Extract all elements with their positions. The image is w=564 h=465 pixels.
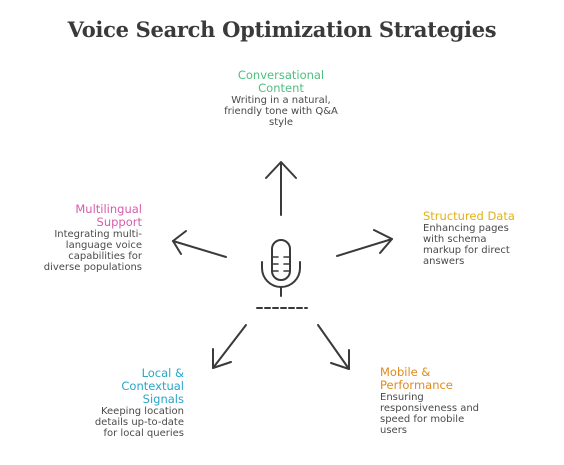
strategy-heading: Conversational Content bbox=[237, 68, 325, 95]
strategy-heading: Local & Contextual Signals bbox=[121, 366, 184, 406]
strategy-heading: Mobile & Performance bbox=[380, 365, 453, 392]
strategy-description: Integrating multi-language voice capabil… bbox=[43, 229, 142, 273]
strategy-heading: Multilingual Support bbox=[75, 202, 142, 229]
strategy-mobile-performance: Mobile & Performance Ensuring responsive… bbox=[380, 365, 488, 437]
strategy-structured-data: Structured Data Enhancing pages with sch… bbox=[423, 209, 523, 268]
arrow-left bbox=[172, 230, 227, 258]
strategy-multilingual-support: Multilingual Support Integrating multi-l… bbox=[34, 202, 142, 274]
strategy-description: Ensuring responsiveness and speed for mo… bbox=[380, 392, 480, 436]
strategy-conversational-content: Conversational Content Writing in a natu… bbox=[216, 68, 346, 129]
microphone-icon bbox=[256, 239, 308, 309]
strategy-description: Keeping location details up-to-date for … bbox=[94, 406, 184, 439]
strategy-heading: Structured Data bbox=[423, 209, 515, 223]
arrow-lower-right bbox=[317, 324, 350, 370]
arrow-lower-left bbox=[212, 324, 247, 369]
diagram-title: Voice Search Optimization Strategies bbox=[67, 17, 497, 42]
strategy-description: Enhancing pages with schema markup for d… bbox=[423, 223, 510, 267]
arrow-right bbox=[336, 229, 393, 257]
strategy-local-contextual-signals: Local & Contextual Signals Keeping locat… bbox=[84, 366, 184, 440]
arrow-up bbox=[265, 161, 297, 216]
strategy-description: Writing in a natural, friendly tone with… bbox=[224, 95, 338, 128]
